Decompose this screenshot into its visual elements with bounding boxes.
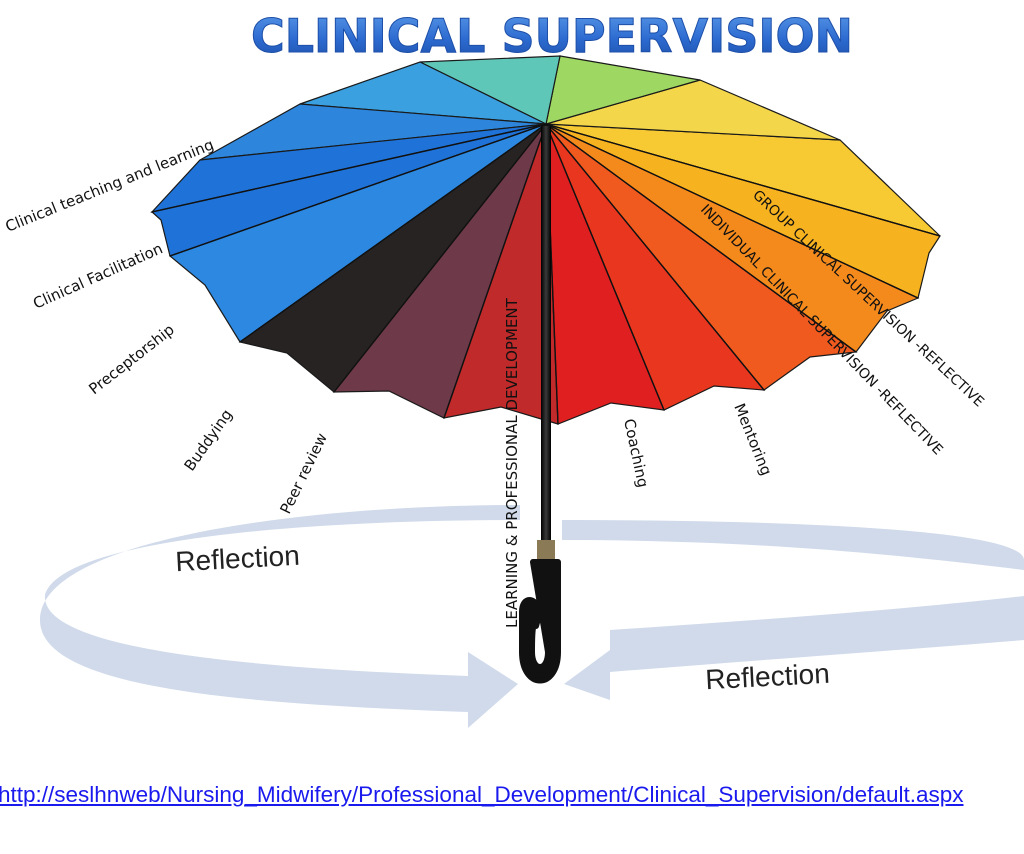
canopy-rib bbox=[169, 123, 547, 257]
label-mentoring: Mentoring bbox=[730, 401, 775, 478]
reflection-label-left: Reflection bbox=[175, 540, 301, 577]
canopy-rib bbox=[545, 123, 765, 391]
reflection-arrow-right bbox=[562, 520, 1024, 700]
canopy-rib bbox=[239, 123, 547, 343]
canopy-rib bbox=[151, 123, 547, 213]
canopy-rib bbox=[545, 123, 857, 353]
canopy-rib bbox=[545, 123, 665, 411]
label-learning-development: LEARNING & PROFESSIONAL DEVELOPMENT bbox=[503, 297, 521, 628]
umbrella-shaft bbox=[541, 126, 551, 546]
reflection-cycle: Reflection Reflection bbox=[40, 505, 1024, 728]
label-coaching: Coaching bbox=[620, 417, 652, 489]
canopy-rib bbox=[545, 123, 941, 237]
umbrella-hook bbox=[519, 559, 561, 684]
canopy-rib bbox=[545, 123, 919, 299]
label-peer-review: Peer review bbox=[276, 430, 331, 517]
umbrella-canopy bbox=[150, 55, 941, 425]
label-buddying: Buddying bbox=[181, 406, 236, 474]
reflection-arrow-left bbox=[40, 505, 520, 728]
page-title: CLINICAL SUPERVISION bbox=[251, 9, 853, 63]
umbrella-handle bbox=[519, 126, 561, 684]
reflection-label-right: Reflection bbox=[705, 658, 831, 695]
source-url-link[interactable]: http://seslhnweb/Nursing_Midwifery/Profe… bbox=[0, 782, 964, 807]
label-clinical-facilitation: Clinical Facilitation bbox=[30, 239, 165, 312]
canopy-rib bbox=[443, 123, 547, 419]
umbrella-collar bbox=[537, 540, 555, 564]
label-preceptorship: Preceptorship bbox=[85, 320, 177, 398]
canopy-rib bbox=[333, 123, 547, 393]
